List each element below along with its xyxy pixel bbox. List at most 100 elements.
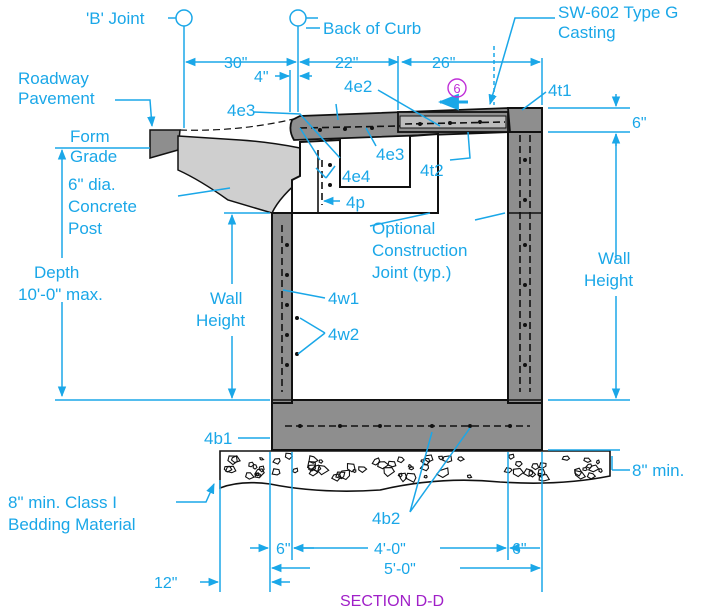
gravel-stone: [383, 467, 396, 478]
gravel-stone: [271, 468, 281, 476]
rebar-dot: [523, 158, 527, 162]
rebar-dot: [523, 243, 527, 247]
gravel-stone: [508, 453, 515, 460]
post-label-line2: Concrete: [68, 197, 137, 216]
gravel-stone: [466, 474, 473, 479]
bottom-slab: [271, 399, 543, 451]
gravel-stone: [352, 469, 357, 474]
gravel-stone: [583, 457, 592, 464]
rebar-dot: [478, 120, 482, 124]
gravel-stone: [258, 465, 265, 473]
gravel-stone: [259, 457, 265, 461]
rebar-dot: [285, 333, 289, 337]
gravel-stone: [522, 468, 534, 477]
flow-marker: 6: [453, 81, 460, 96]
leader-lines: [115, 17, 555, 513]
rebar-dot: [523, 283, 527, 287]
bar-4b1: 4b1: [204, 429, 232, 448]
roadway-label-line1: Roadway: [18, 69, 89, 88]
gravel-stone: [408, 466, 415, 471]
rebar-dot: [523, 363, 527, 367]
rebar-dot: [285, 303, 289, 307]
right-wall: [507, 129, 543, 404]
dim-26: 26": [432, 55, 455, 72]
roadway-gutter: [177, 135, 306, 214]
rebar-dot: [378, 424, 382, 428]
gravel-stone: [582, 466, 588, 472]
optional-label-line3: Joint (typ.): [372, 263, 451, 282]
gravel-stone: [331, 473, 342, 482]
gravel-stone: [224, 465, 237, 474]
gravel-stone: [595, 459, 601, 465]
rebar-dot: [295, 352, 299, 356]
gravel-stone: [337, 469, 351, 481]
rebar-dot: [343, 127, 347, 131]
gravel-stone: [398, 472, 408, 483]
dim-4-0: 4'-0": [374, 541, 406, 558]
rebar-dot: [328, 163, 332, 167]
back-of-curb-label: Back of Curb: [323, 19, 421, 38]
flow-marker-circle: [447, 78, 467, 98]
section-caption: SECTION D-D: [340, 593, 444, 610]
gravel-stone: [512, 467, 525, 478]
rebar-dot: [468, 424, 472, 428]
rebar-dot: [448, 121, 452, 125]
wall-height-right-line2: Height: [584, 271, 633, 290]
bar-4e3-mid: 4e3: [376, 145, 404, 164]
gravel-stone: [503, 467, 513, 474]
gravel-stone: [308, 455, 319, 464]
gravel-stone: [586, 472, 597, 480]
rebar-dot: [430, 424, 434, 428]
rebar-dot: [285, 243, 289, 247]
gravel-stone: [442, 455, 453, 463]
rebar-dot: [523, 198, 527, 202]
bedding-label-line2: Bedding Material: [8, 515, 136, 534]
gravel-stone: [437, 455, 444, 461]
gravel-stone: [585, 463, 593, 469]
bar-4t1: 4t1: [548, 81, 572, 100]
gravel-stone: [377, 461, 390, 470]
depth-label-line1: Depth: [34, 263, 79, 282]
gravel-stone: [531, 463, 540, 471]
gravel-stone: [272, 458, 281, 465]
post-label-line3: Post: [68, 219, 102, 238]
optional-label-line1: Optional: [372, 219, 435, 238]
gravel-stone: [244, 472, 255, 480]
casting-label-line2: Casting: [558, 23, 616, 42]
gravel-stone: [404, 472, 417, 483]
bar-4e2: 4e2: [344, 77, 372, 96]
post-label-line1: 6" dia.: [68, 175, 116, 194]
optional-label-line2: Construction: [372, 241, 467, 260]
rebar-dot: [370, 126, 374, 130]
gravel-stone: [387, 460, 397, 468]
form-label-line2: Grade: [70, 147, 117, 166]
wall-height-right-line1: Wall: [598, 249, 630, 268]
dim-6-bottom-left: 6": [276, 541, 291, 558]
gravel-stone: [284, 452, 293, 460]
gravel-stone: [306, 461, 317, 470]
bar-4e4: 4e4: [342, 167, 370, 186]
dim-5-0: 5'-0": [384, 561, 416, 578]
dim-22: 22": [335, 55, 358, 72]
gravel-stone: [407, 463, 413, 468]
dim-6-right: 6": [632, 115, 647, 132]
dimension-lines: [55, 56, 630, 592]
gravel-stone: [396, 456, 405, 464]
gravel-stone: [528, 470, 537, 478]
gravel-stone: [598, 468, 603, 474]
dim-6-bottom-right: 6": [512, 541, 527, 558]
rebar-dot: [285, 273, 289, 277]
gravel-stone: [538, 462, 547, 469]
casting-inner: [399, 115, 507, 129]
rebar-dots: [285, 120, 527, 428]
form-label-line1: Form: [70, 127, 110, 146]
b-joint-label: 'B' Joint: [86, 9, 145, 28]
bedding-label-line1: 8" min. Class I: [8, 493, 117, 512]
dim-30: 30": [224, 55, 247, 72]
rebar-dot: [298, 424, 302, 428]
roadway-label-line2: Pavement: [18, 89, 95, 108]
gravel-stone: [248, 461, 255, 468]
gravel-stone: [252, 463, 258, 470]
gravel-stone: [514, 461, 523, 468]
bar-4t2: 4t2: [420, 161, 444, 180]
